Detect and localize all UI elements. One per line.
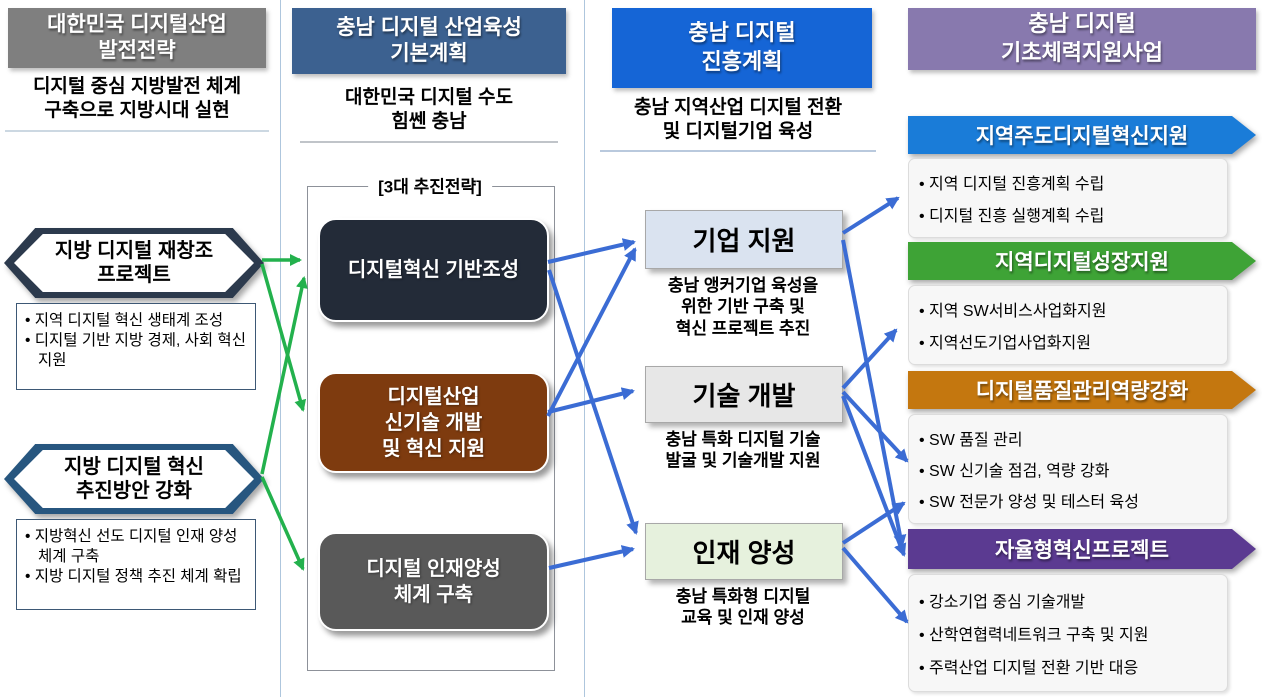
arrow-talent-to-section3 <box>841 501 906 545</box>
col3-subtitle: 충남 지역산업 디지털 전환 및 디지털기업 육성 <box>633 97 843 142</box>
list-item: 지방 디지털 정책 추진 체계 확립 <box>25 567 247 587</box>
box-technology-development: 기술 개발 <box>645 366 843 423</box>
hex2-bullet-box: 지방혁신 선도 디지털 인재 양성 체계 구축 지방 디지털 정책 추진 체계 … <box>16 519 256 610</box>
list-item: 주력산업 디지털 전환 기반 대응 <box>919 654 1217 678</box>
section1-banner-wrap: 지역주도디지털혁신지원 <box>908 116 1256 154</box>
column-divider-1 <box>280 0 281 697</box>
section2-bullet-box: 지역 SW서비스사업화지원 지역선도기업사업화지원 <box>908 285 1228 365</box>
section3-banner-wrap: 디지털품질관리역량강화 <box>908 371 1256 409</box>
hex2-title: 지방 디지털 혁신 추진방안 강화 <box>14 450 254 508</box>
list-item: 지역 디지털 혁신 생태계 조성 <box>25 311 247 331</box>
col1-subtitle-underline <box>5 130 269 132</box>
col1-subtitle: 디지털 중심 지방발전 체계 구축으로 지방시대 실현 <box>32 76 242 121</box>
banner-region-led-digital-innovation: 지역주도디지털혁신지원 <box>908 116 1256 154</box>
box-new-technology-development: 디지털산업 신기술 개발 및 혁신 지원 <box>318 372 549 473</box>
arrow-hex1-to-box2 <box>260 263 307 412</box>
list-item: 강소기업 중심 기술개발 <box>919 588 1217 612</box>
green-arrow-group <box>260 254 308 571</box>
hex1-bullet-box: 지역 디지털 혁신 생태계 조성 디지털 기반 지방 경제, 사회 혁신 지원 <box>16 303 256 390</box>
section3-bullet-box: SW 품질 관리 SW 신기술 점검, 역량 강화 SW 전문가 양성 및 테스… <box>908 414 1228 524</box>
arrow-hex2-to-box1 <box>260 276 308 475</box>
col2-subtitle: 대한민국 디지털 수도 힘쎈 충남 <box>345 87 513 132</box>
list-item: SW 품질 관리 <box>919 426 1217 450</box>
col2-subtitle-underline <box>300 141 558 143</box>
list-item: 지역 SW서비스사업화지원 <box>919 297 1217 321</box>
talent-training-desc: 충남 특화형 디지털 교육 및 인재 양성 <box>675 587 811 628</box>
col3-header: 충남 디지털 진흥계획 <box>612 8 872 88</box>
list-item: 디지털 기반 지방 경제, 사회 혁신 지원 <box>25 331 247 371</box>
section4-banner-wrap: 자율형혁신프로젝트 <box>908 529 1256 569</box>
arrow-company-to-section1 <box>841 196 900 235</box>
column-divider-2 <box>584 0 585 697</box>
list-item: SW 전문가 양성 및 테스터 육성 <box>919 488 1217 512</box>
list-item: 디지털 진흥 실행계획 수립 <box>919 202 1217 226</box>
hex-local-digital-innovation: 지방 디지털 혁신 추진방안 강화 <box>4 444 264 514</box>
box-talent-training: 인재 양성 <box>645 523 843 580</box>
list-item: 지방혁신 선도 디지털 인재 양성 체계 구축 <box>25 527 247 567</box>
list-item: 지역선도기업사업화지원 <box>919 329 1217 353</box>
strategy-frame-label: [3대 추진전략] <box>368 172 492 198</box>
col2-header: 충남 디지털 산업육성 기본계획 <box>292 8 566 74</box>
company-support-desc: 충남 앵커기업 육성을 위한 기반 구축 및 혁신 프로젝트 추진 <box>667 276 819 338</box>
list-item: 산학연협력네트워크 구축 및 지원 <box>919 621 1217 645</box>
arrow-box1-to-company <box>547 238 636 264</box>
col3-subtitle-underline <box>600 150 876 152</box>
box-talent-development-system: 디지털 인재양성 체계 구축 <box>318 532 549 631</box>
arrow-box2-to-tech <box>547 387 635 414</box>
section4-bullet-box: 강소기업 중심 기술개발 산학연협력네트워크 구축 및 지원 주력산업 디지털 … <box>908 574 1228 692</box>
arrow-tech-to-section4 <box>841 395 907 557</box>
banner-regional-digital-growth: 지역디지털성장지원 <box>908 242 1256 280</box>
section1-bullet-box: 지역 디지털 진흥계획 수립 디지털 진흥 실행계획 수립 <box>908 158 1228 238</box>
col4-header: 충남 디지털 기초체력지원사업 <box>908 8 1256 70</box>
arrow-box3-to-talent <box>548 545 635 570</box>
technology-development-desc: 충남 특화 디지털 기술 발굴 및 기술개발 지원 <box>665 430 821 471</box>
box-digital-innovation-foundation: 디지털혁신 기반조성 <box>318 218 549 322</box>
list-item: SW 신기술 점검, 역량 강화 <box>919 457 1217 481</box>
arrow-hex2-to-box3 <box>260 476 305 571</box>
banner-autonomous-innovation-project: 자율형혁신프로젝트 <box>908 529 1256 569</box>
hex-local-digital-recreation: 지방 디지털 재창조 프로젝트 <box>4 228 264 298</box>
col1-header: 대한민국 디지털산업 발전전략 <box>8 8 266 68</box>
box-company-support: 기업 지원 <box>645 210 843 269</box>
banner-digital-quality-management: 디지털품질관리역량강화 <box>908 371 1256 409</box>
section2-banner-wrap: 지역디지털성장지원 <box>908 242 1256 280</box>
hex1-title: 지방 디지털 재창조 프로젝트 <box>14 234 254 292</box>
list-item: 지역 디지털 진흥계획 수립 <box>919 170 1217 194</box>
